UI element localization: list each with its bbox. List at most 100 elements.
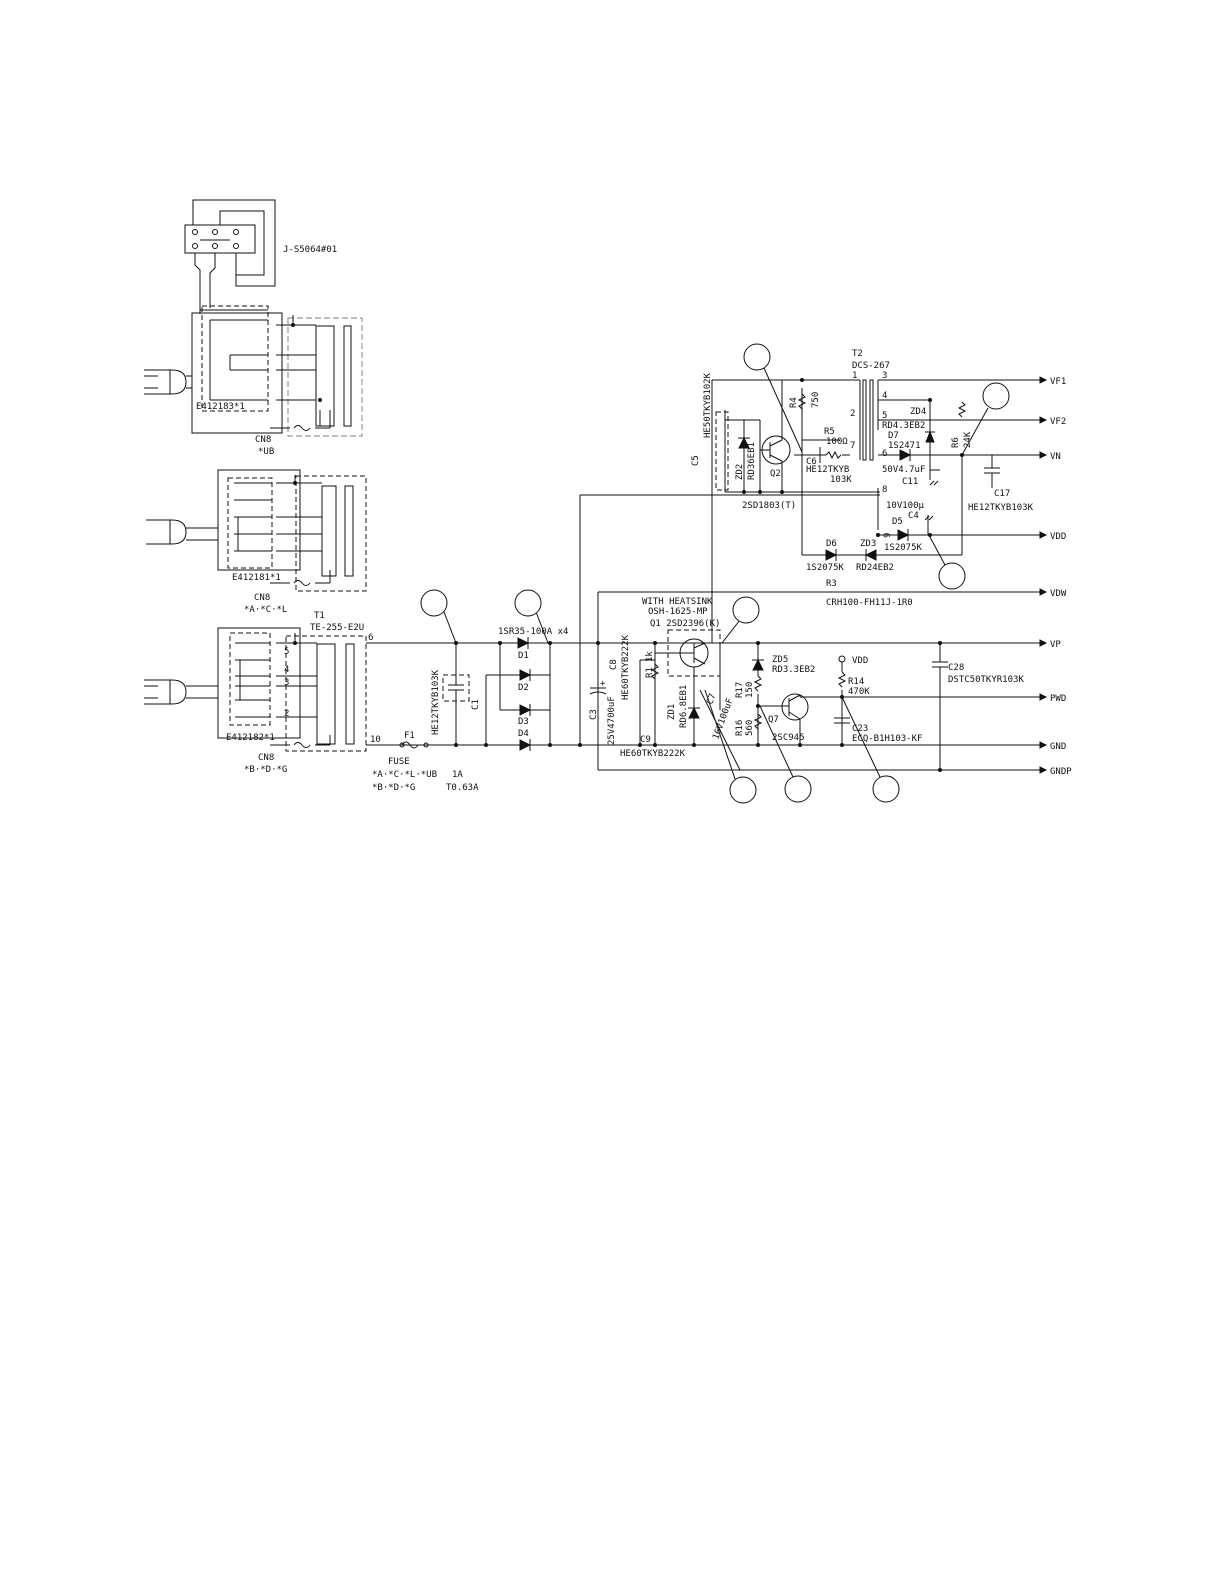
r5-value: 100Ω: [826, 437, 848, 447]
d6-part: 1S2075K: [806, 563, 845, 573]
output-vdw: VDW: [1050, 589, 1067, 599]
fuse-label: FUSE: [388, 757, 410, 767]
c4-value: 10V100μ: [886, 501, 925, 511]
c3-plus: +: [600, 679, 606, 689]
pwd-detector: ZD5 RD3.3EB2 R17 150 R16 560 Q7 2SC945: [735, 641, 1040, 747]
resistor-r3: R3 CRH100-FH11J-1R0: [826, 579, 913, 608]
d7-ref: D7: [888, 431, 899, 441]
bridge-part: 1SR35-100A x4: [498, 627, 568, 637]
cn8-bottom-name: CN8: [258, 753, 274, 763]
t2-converter: T2 DCS-267 1 2 3 4 5 6 7 8 9 R4 750 C5 H…: [691, 349, 1040, 643]
cn8-mid-part: E412181*1: [232, 573, 281, 583]
c11-ref: C11: [902, 477, 918, 487]
r16-value: 560: [745, 720, 755, 736]
fuse-rating2-variants: *B·*D·*G: [372, 783, 415, 793]
test-point-bubble: [732, 596, 760, 624]
t2-ref: T2: [852, 349, 863, 359]
output-gndp: GNDP: [1050, 767, 1072, 777]
heatsink-label: WITH HEATSINK: [642, 597, 713, 607]
d7-part: 1S2471: [888, 441, 921, 451]
cn8-mid-variant: *A·*C·*L: [244, 605, 287, 615]
zd3-ref: ZD3: [860, 539, 876, 549]
r1-ref: R1: [645, 667, 655, 678]
zd4-ref: ZD4: [910, 407, 926, 417]
output-vf2: VF2: [1050, 417, 1066, 427]
t2-pin-7: 7: [850, 441, 855, 451]
q1-label: Q1 2SD2396(K): [650, 619, 720, 629]
test-point-bubble: [784, 775, 812, 803]
test-point-bubble: [743, 343, 771, 371]
c8-part: HE60TKYB222K: [621, 634, 631, 700]
q7-ref: Q7: [768, 715, 779, 725]
t1-pin-2: 2: [284, 709, 289, 719]
cn8-top-variant: *UB: [258, 447, 274, 457]
c7-ref: C7: [705, 692, 718, 706]
c17-part: HE12TKYB103K: [968, 503, 1034, 513]
output-vdd: VDD: [1050, 532, 1066, 542]
r5-ref: R5: [824, 427, 835, 437]
zd4-part: RD4.3EB2: [882, 421, 925, 431]
q2-ref: Q2: [770, 469, 781, 479]
r17-value: 150: [745, 682, 755, 698]
c28-ref: C28: [948, 663, 964, 673]
r14-value: 470K: [848, 687, 870, 697]
c23-part: ECQ-B1H103-KF: [852, 734, 922, 744]
t2-pin-3: 3: [882, 371, 887, 381]
main-rails: [366, 494, 1040, 771]
c28-part: DSTC50TKYR103K: [948, 675, 1024, 685]
output-vn: VN: [1050, 452, 1061, 462]
vdd-node-label: VDD: [852, 656, 868, 666]
test-point-bubble: [420, 589, 448, 617]
r6-ref: R6: [951, 437, 961, 448]
c4-ref: C4: [908, 511, 919, 521]
t1-pin-6: 6: [368, 633, 373, 643]
test-point-bubble: [514, 589, 542, 617]
diode-bridge: 1SR35-100A x4 D1 D2 D3 D4: [484, 627, 568, 751]
output-terminals: VF1 VF2 VN VDD VDW VP PWD GND GNDP: [1039, 376, 1072, 777]
r3-part: CRH100-FH11J-1R0: [826, 598, 913, 608]
c5-ref: C5: [691, 455, 701, 466]
c23-ref: C23: [852, 724, 868, 734]
r6-value: 24K: [963, 431, 973, 448]
t2-part: DCS-267: [852, 361, 890, 371]
t2-pin-9: 9: [883, 533, 893, 538]
q1-regulator: WITH HEATSINK OSH-1625-MP Q1 2SD2396(K) …: [609, 597, 741, 771]
output-gnd: GND: [1050, 742, 1066, 752]
c1-part: HE12TKYB103K: [431, 669, 441, 735]
switch-part: J-S5064#01: [283, 245, 337, 255]
diode-d1: D1: [518, 651, 529, 661]
r16-ref: R16: [735, 720, 745, 736]
cn8-mid-name: CN8: [254, 593, 270, 603]
cn8-bottom-part: E412182*1: [226, 733, 275, 743]
zd1-part: RD6.8EB1: [679, 685, 689, 728]
test-point-bubble: [938, 562, 966, 590]
zd3-part: RD24EB2: [856, 563, 894, 573]
diode-d2: D2: [518, 683, 529, 693]
r4-value: 750: [811, 392, 821, 408]
diode-d3: D3: [518, 717, 529, 727]
t1-pin-4: 4: [284, 665, 289, 675]
c6-ref: C6: [806, 457, 817, 467]
t1-ref: T1: [314, 611, 325, 621]
zd1-ref: ZD1: [667, 704, 677, 720]
c9-ref: C9: [640, 735, 651, 745]
test-point-bubble: [872, 775, 900, 803]
q2-part: 2SD1803(T): [742, 501, 796, 511]
q7-part: 2SC945: [772, 733, 805, 743]
zd2-ref: ZD2: [735, 464, 745, 480]
d6-ref: D6: [826, 539, 837, 549]
t2-pin-1: 1: [852, 371, 857, 381]
t2-pin-2: 2: [850, 409, 855, 419]
cn8-top-part: E412183*1: [196, 402, 245, 412]
c6-part: HE12TKYB: [806, 465, 849, 475]
t1-part: TE-255-E2U: [310, 623, 364, 633]
cn8-block-bottom: 5 4 3 2 E412182*1 CN8 *B·*D·*G T1 TE-255…: [144, 611, 381, 775]
cn8-top-name: CN8: [255, 435, 271, 445]
c6-value: 103K: [830, 475, 852, 485]
cn8-bottom-variant: *B·*D·*G: [244, 765, 287, 775]
pwd-pullup: VDD R14 470K C23 ECQ-B1H103-KF: [834, 655, 922, 747]
zd2-part: RD36EB1: [747, 442, 757, 480]
t1-pin-10: 10: [370, 735, 381, 745]
t1-pin-5: 5: [284, 647, 289, 657]
